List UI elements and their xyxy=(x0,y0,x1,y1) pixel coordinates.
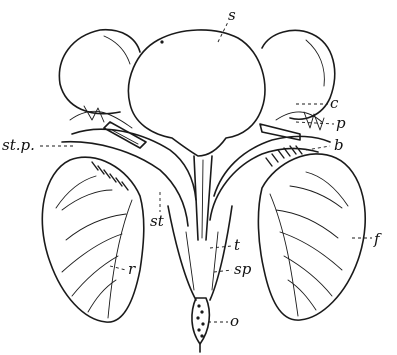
central-stigma-lobe xyxy=(128,30,265,156)
label-o: o xyxy=(230,312,239,330)
label-b: b xyxy=(334,136,344,154)
label-c: c xyxy=(330,94,339,112)
label-st: st xyxy=(150,212,165,230)
label-p: p xyxy=(336,114,346,132)
label-t: t xyxy=(234,236,241,254)
left-beard-hatching xyxy=(92,162,128,190)
right-fall-petal xyxy=(258,154,365,320)
perianth-tube xyxy=(168,206,232,300)
right-standard-petal xyxy=(262,30,335,119)
label-r: r xyxy=(128,260,136,278)
label-f: f xyxy=(373,230,382,248)
left-standard-petal xyxy=(59,30,140,114)
left-fall-petal xyxy=(42,157,143,322)
label-sp: sp xyxy=(234,260,252,278)
ovary xyxy=(192,298,209,352)
right-style-arm xyxy=(210,112,330,220)
central-stalk xyxy=(194,156,212,240)
label-st-p: st.p. xyxy=(2,136,35,154)
label-s: s xyxy=(228,6,236,24)
